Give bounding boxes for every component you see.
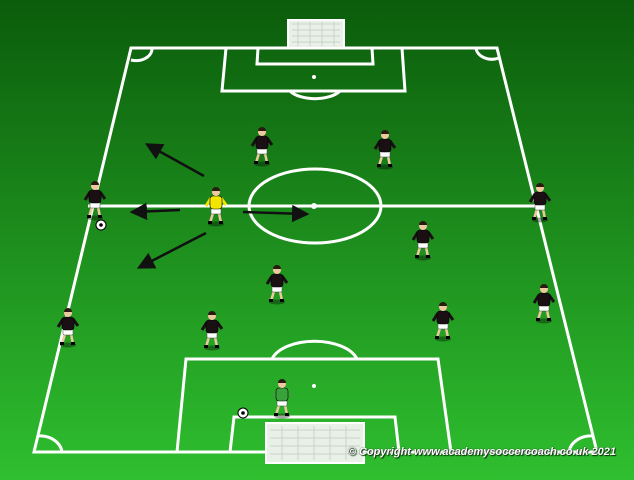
outfield-player — [373, 130, 397, 170]
corner-arc-bottom-right — [567, 434, 594, 453]
bottom-penalty-spot — [312, 384, 316, 388]
outfield-player — [431, 302, 455, 342]
outfield-player — [411, 221, 435, 261]
pass-arrow-icon — [242, 204, 310, 223]
top-penalty-spot — [312, 75, 316, 79]
corner-arc-top-right — [474, 47, 500, 61]
bottom-goal — [265, 422, 365, 464]
copyright-notice: © Copyright www.academysoccercoach.co.uk… — [347, 446, 616, 458]
goalkeeper — [270, 379, 294, 419]
bottom-penalty-area — [175, 357, 453, 454]
pass-arrows — [129, 143, 310, 269]
soccer-ball-icon — [95, 219, 107, 231]
pass-arrow-icon — [144, 143, 205, 178]
bottom-goal-area — [228, 415, 401, 454]
centre-circle — [247, 167, 383, 245]
top-goal — [287, 19, 345, 49]
players — [56, 127, 556, 419]
pass-arrow-icon — [129, 202, 181, 221]
outfield-player — [83, 181, 107, 221]
outfield-player — [528, 183, 552, 223]
corner-arc-bottom-left — [37, 434, 64, 453]
outfield-player — [265, 265, 289, 305]
outfield-player — [250, 127, 274, 167]
bottom-penalty-arc — [270, 339, 359, 360]
outfield-player — [532, 284, 556, 324]
soccer-ball-icon — [237, 407, 249, 419]
top-penalty-arc — [288, 89, 342, 101]
centre-spot — [311, 203, 317, 209]
outfield-player — [200, 311, 224, 351]
outfield-player — [56, 308, 80, 348]
corner-arc-top-left — [130, 47, 154, 63]
focus-player — [204, 187, 228, 227]
pass-arrow-icon — [136, 231, 207, 269]
